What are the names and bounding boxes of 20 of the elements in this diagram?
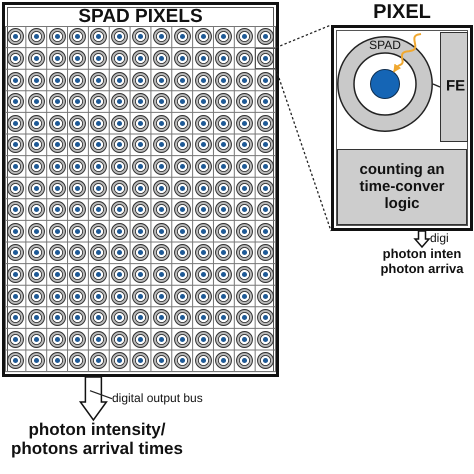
block-label: counting an time-conver logic <box>358 162 446 212</box>
panel-title: SPAD PIXELS <box>78 6 203 28</box>
bus-label: digital output bus <box>112 392 203 406</box>
ring-label: SPAD <box>369 39 401 52</box>
output-caption: photon intensity/ photons arrival times <box>2 420 192 458</box>
connector-line <box>432 83 440 88</box>
dotted-line <box>275 69 332 232</box>
output-arrow <box>78 376 108 422</box>
output-caption: photon inten photon arriva <box>372 247 472 276</box>
leader-line <box>90 390 112 400</box>
output-arrow <box>413 230 431 248</box>
logic-block <box>337 149 467 225</box>
panel-title: PIXEL <box>373 1 431 24</box>
dotted-line <box>276 24 332 48</box>
edge-label: digi <box>430 232 449 246</box>
wavy-arrow <box>392 33 422 72</box>
pixel-array-panel <box>2 2 279 377</box>
detector-ring <box>337 36 433 132</box>
front-end-block <box>440 32 468 142</box>
block-label: FE <box>446 78 462 96</box>
